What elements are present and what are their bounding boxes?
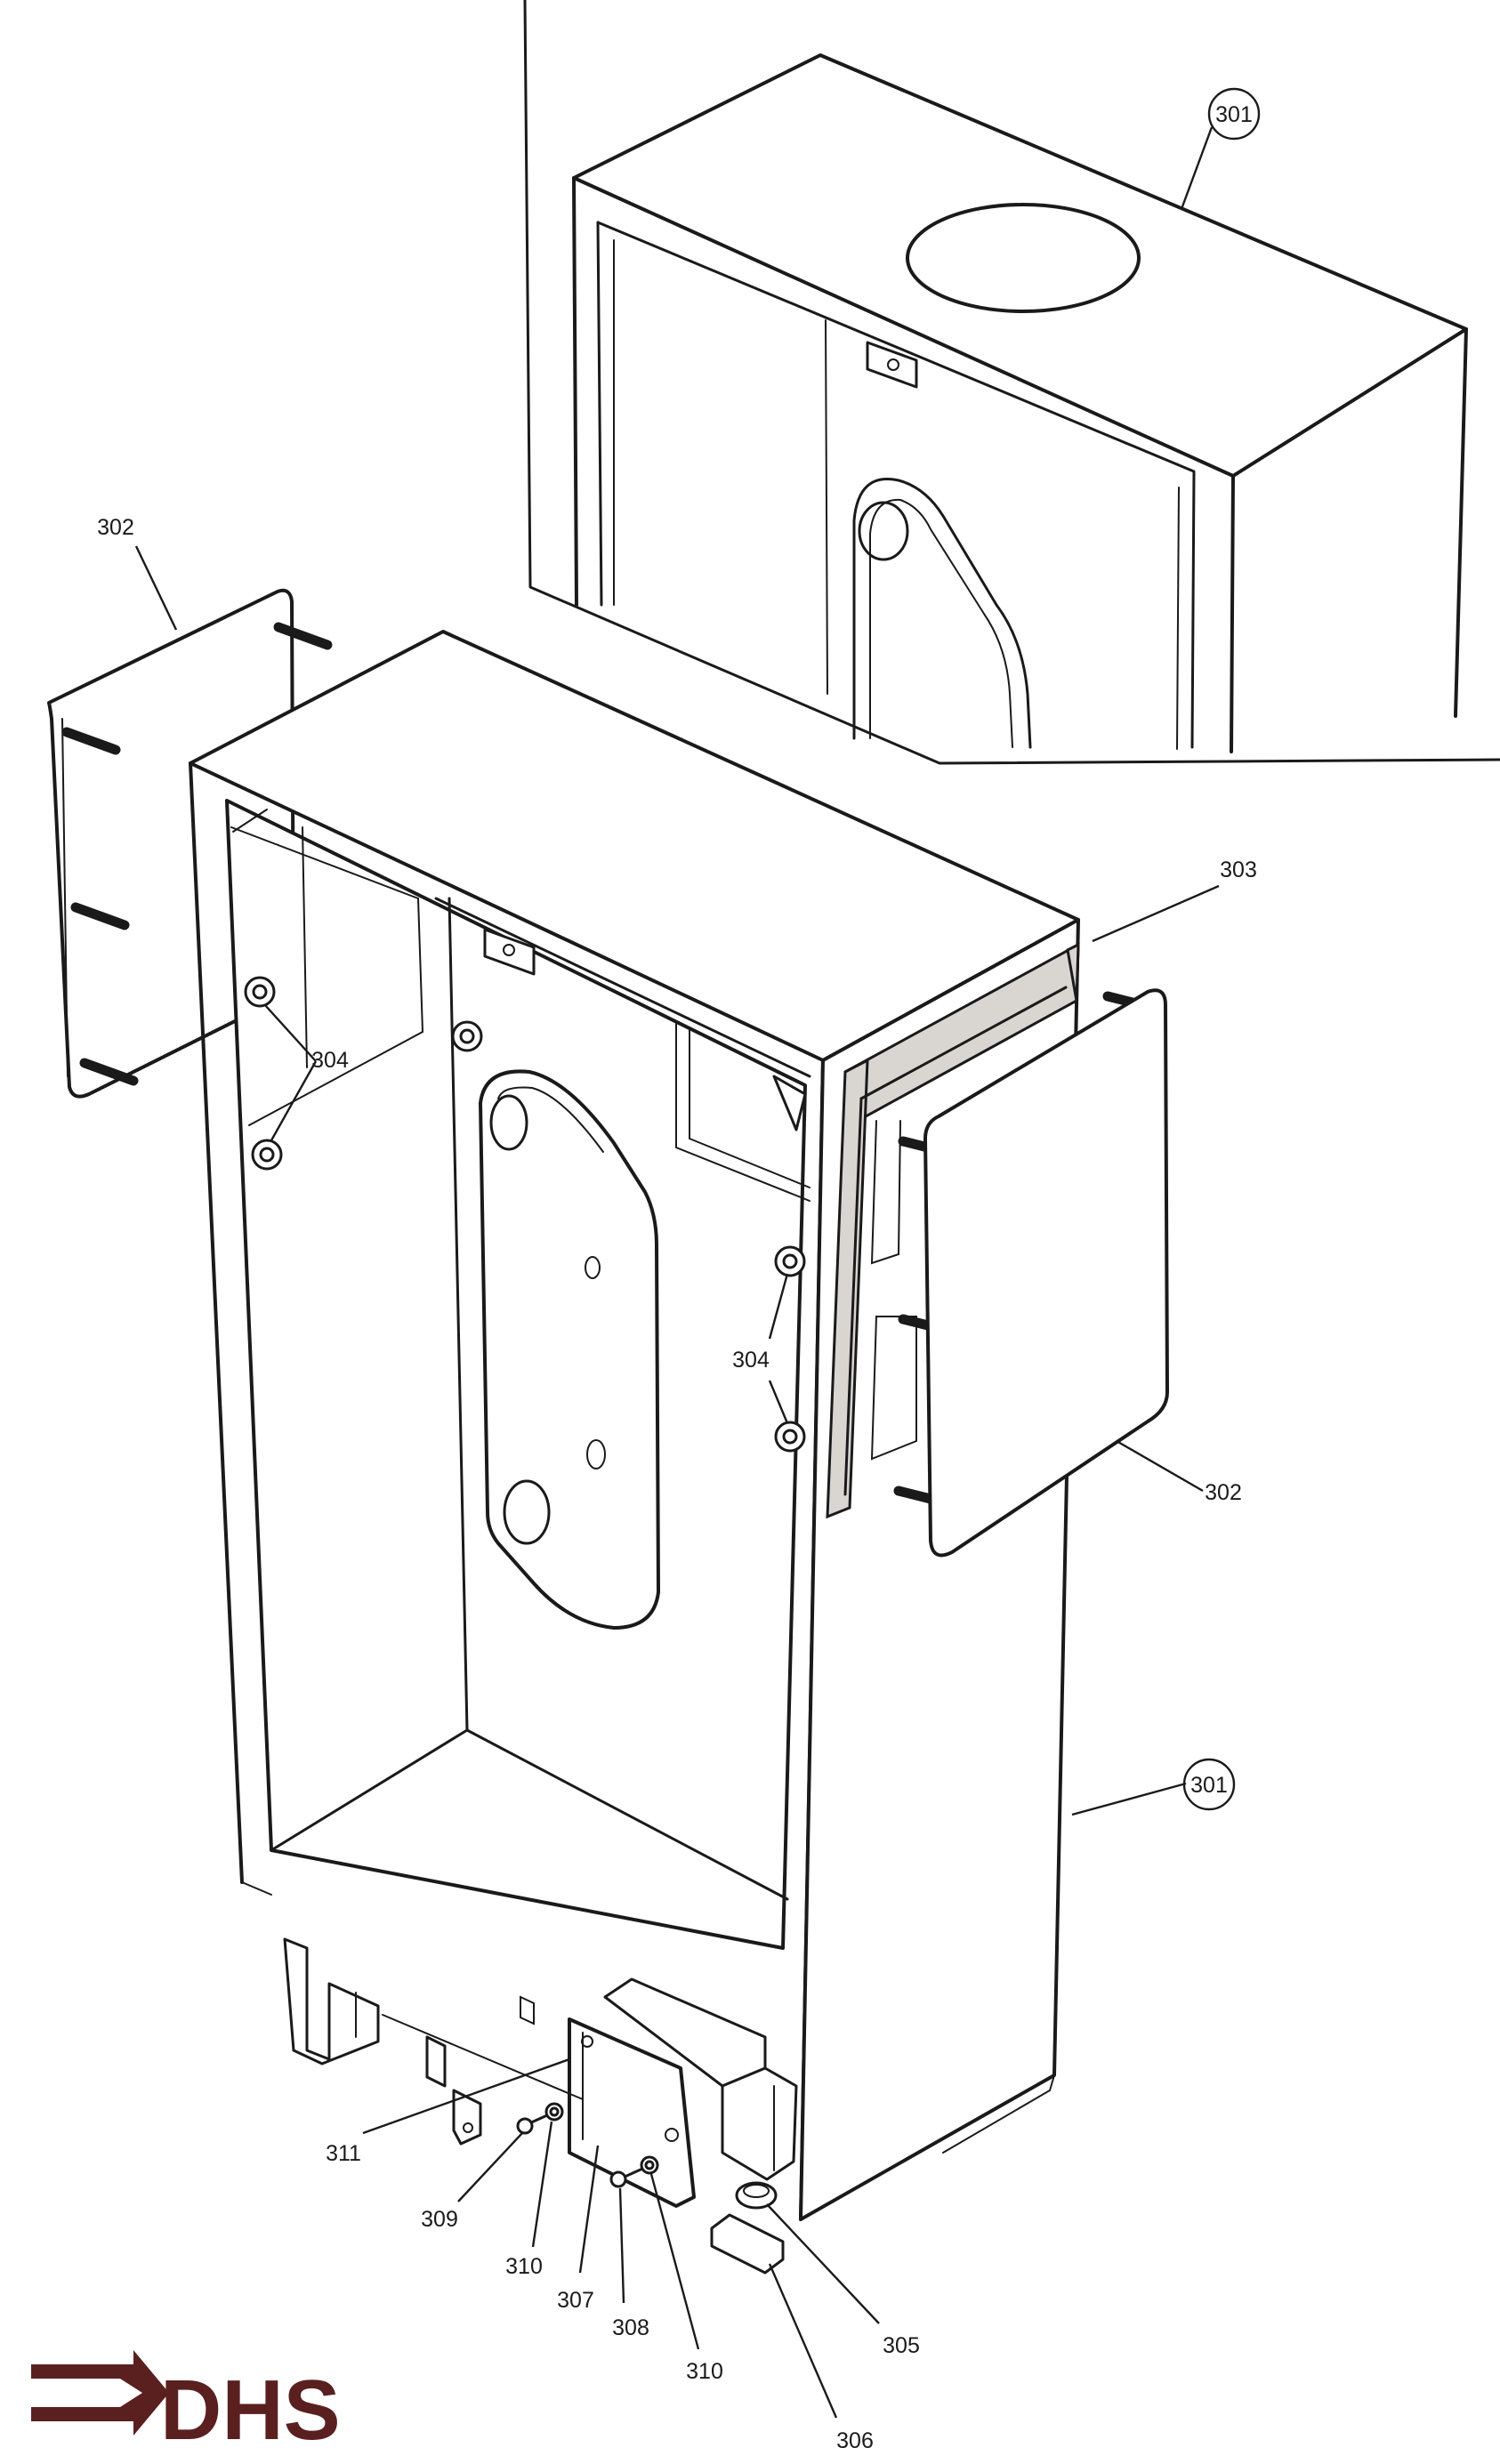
callout-309: 309	[421, 2207, 458, 2232]
callout-311: 311	[326, 2141, 361, 2166]
gasket-frame	[826, 942, 1080, 1519]
logo-text: DHS	[160, 2363, 341, 2458]
callout-303: 303	[1220, 858, 1257, 882]
callout-304-right: 304	[732, 1348, 770, 1373]
callout-302-right: 302	[1205, 1480, 1242, 1505]
inset-case-view	[523, 0, 1500, 765]
leader-lines	[134, 126, 1220, 2419]
callout-301-top: 301	[1215, 102, 1253, 127]
callout-307: 307	[557, 2288, 594, 2313]
dhs-logo: DHS	[31, 2350, 341, 2458]
callout-304-left: 304	[311, 1048, 349, 1073]
callout-labels: 301 302 303 302 304 304 301 311 309 310 …	[97, 87, 1261, 2453]
bottom-hardware	[283, 1937, 798, 2275]
callout-308: 308	[612, 2315, 649, 2340]
callout-302-left: 302	[97, 515, 134, 540]
callout-310-right: 310	[686, 2359, 723, 2384]
callout-306: 306	[836, 2428, 874, 2453]
callout-305: 305	[883, 2333, 920, 2358]
callout-310-left: 310	[505, 2254, 543, 2279]
callout-301-bottom: 301	[1190, 1773, 1228, 1798]
logo-arrow-icon	[31, 2350, 169, 2436]
side-panel-right	[893, 988, 1169, 1558]
